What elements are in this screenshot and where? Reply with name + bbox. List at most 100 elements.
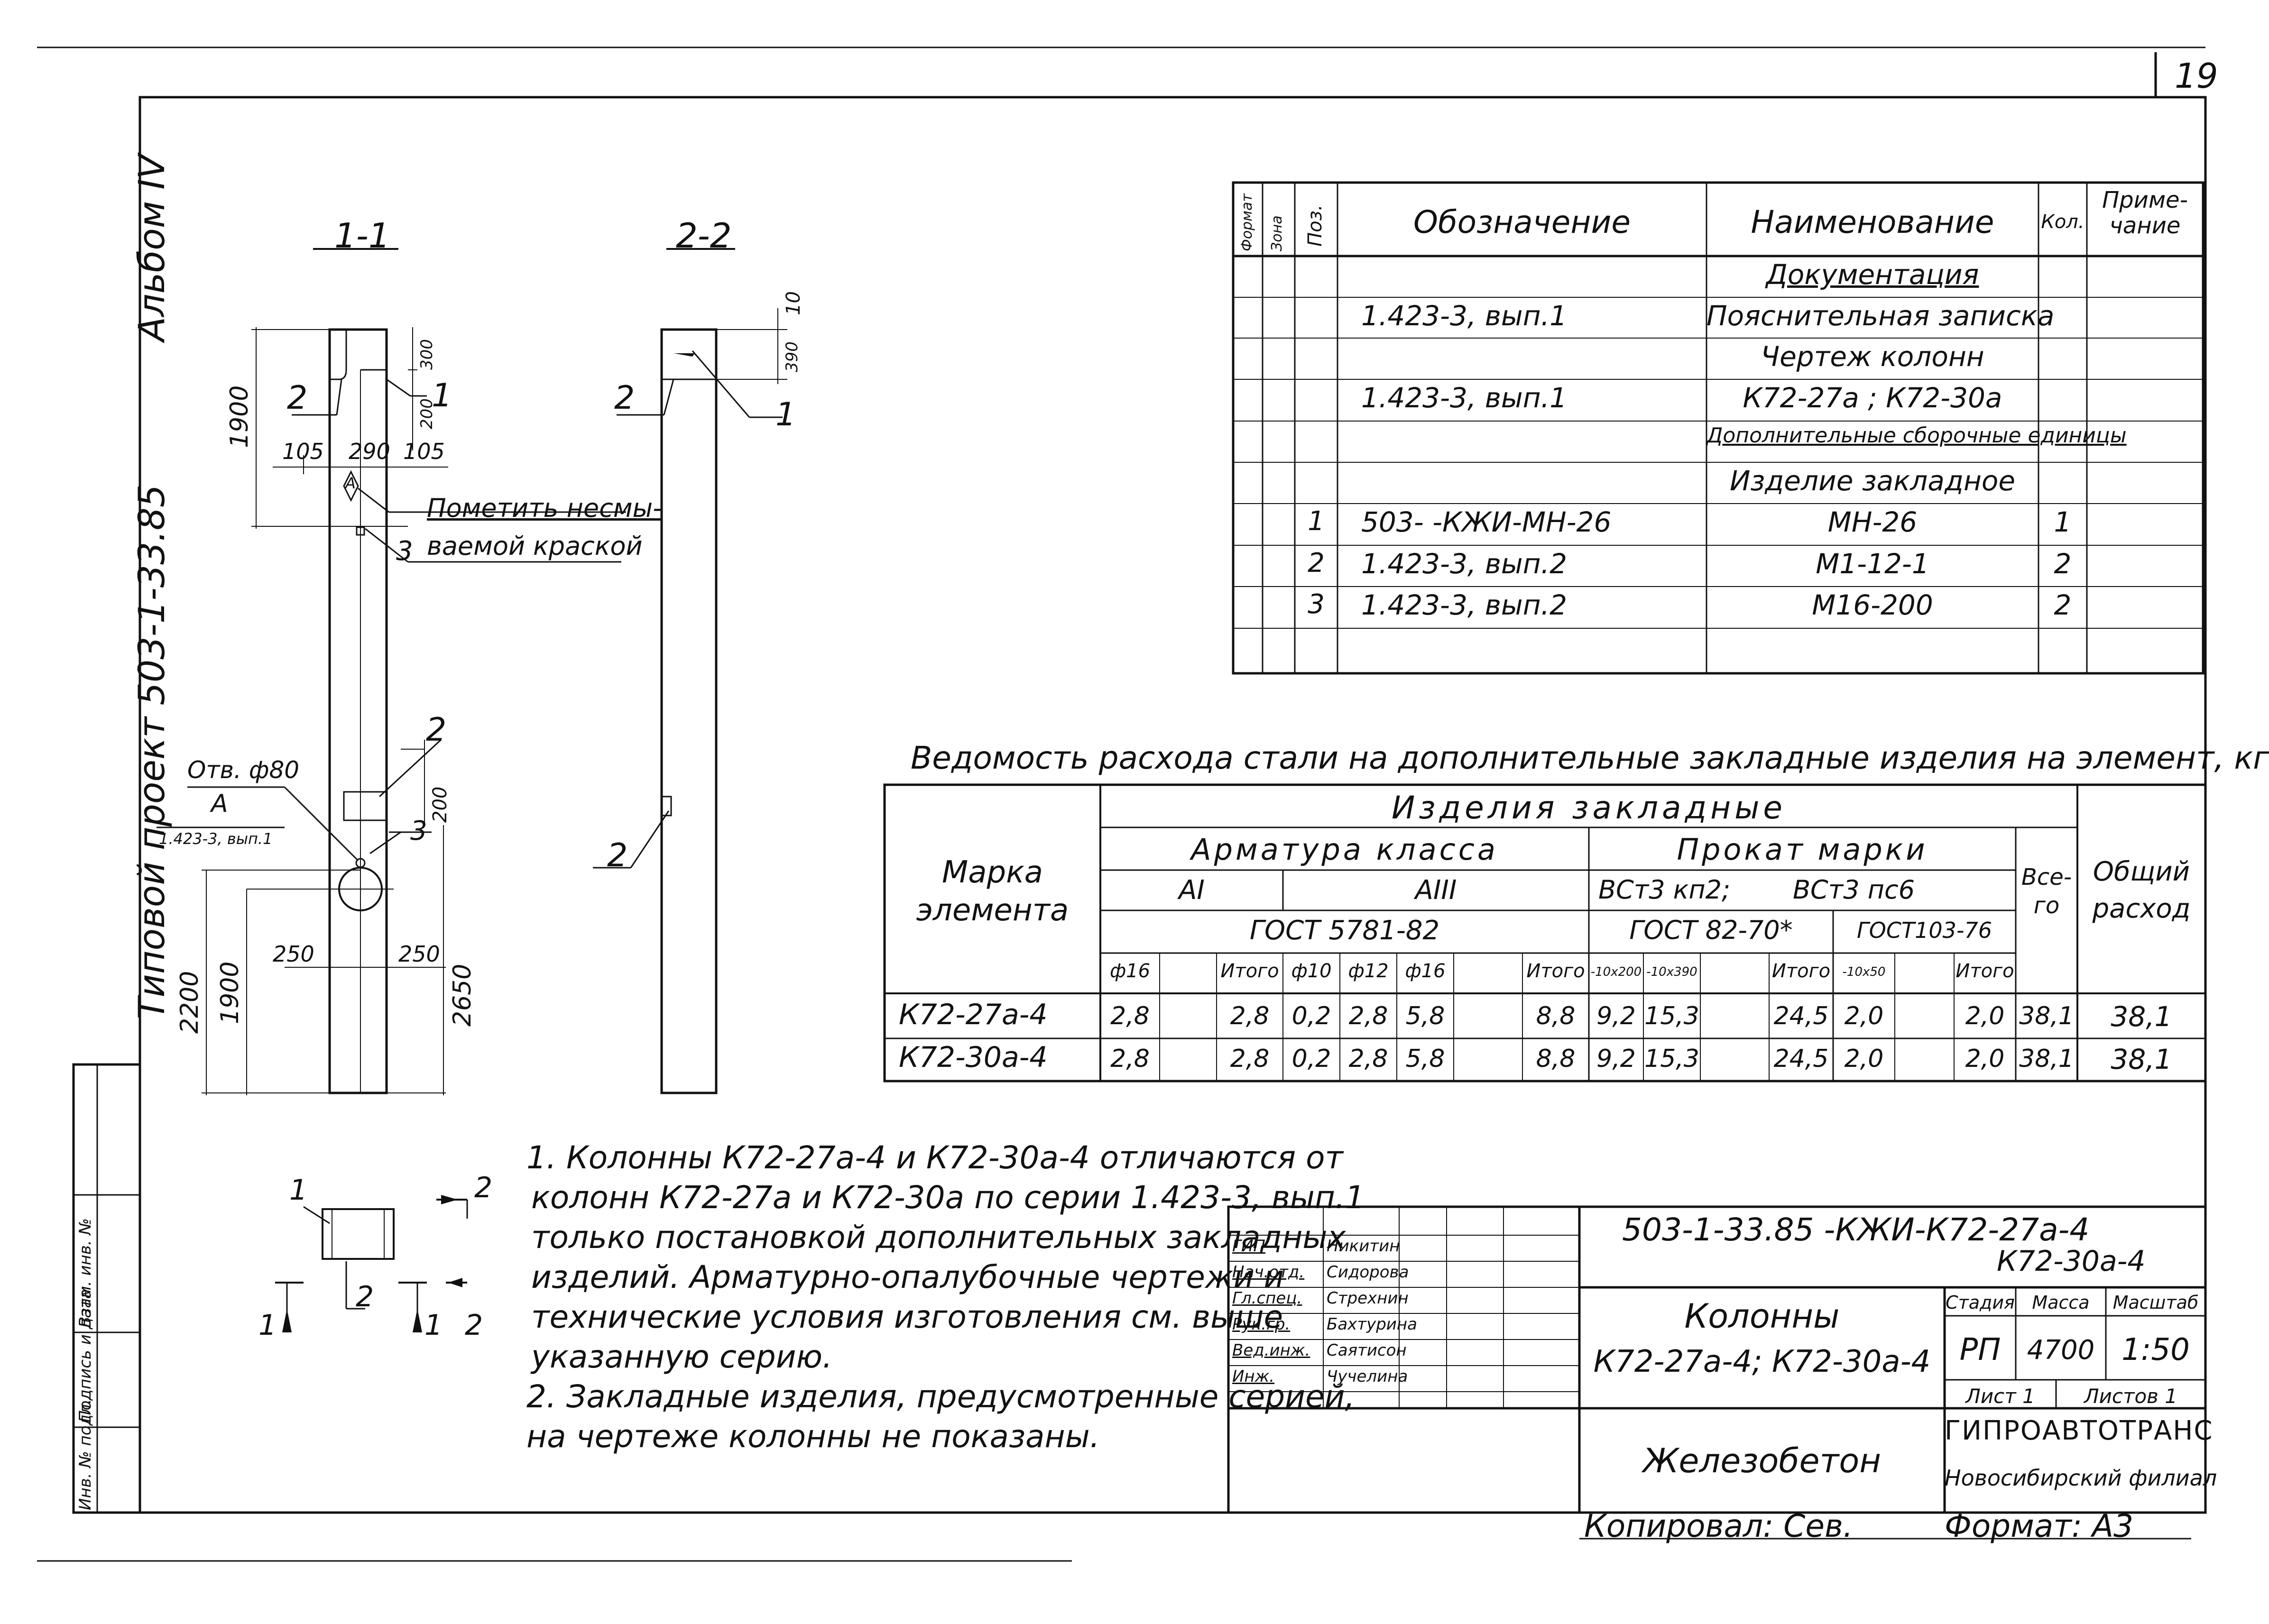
spec-row-designation: 503- -КЖИ-МН-26 (1361, 506, 1612, 538)
dim-2650: 2650 (448, 963, 477, 1027)
signature-name: Саятисон (1327, 1341, 1407, 1360)
note-line: на чертеже колонны не показаны. (526, 1418, 1100, 1455)
dim-1900-lower: 1900 (216, 961, 244, 1024)
steel-subheader-cell: ф16 (1109, 960, 1151, 982)
tb-mass: 4700 (2027, 1335, 2095, 1366)
steel-header-aiii: АIII (1415, 875, 1457, 906)
steel-header-rebar: Арматура класса (1191, 832, 1498, 867)
spec-row-name: Документация (1766, 258, 1979, 291)
spec-row-pos: 3 (1308, 589, 1325, 620)
dim-10: 10 (783, 291, 804, 315)
dim-250-right: 250 (398, 941, 440, 967)
spec-row-pos: 2 (1308, 548, 1325, 578)
spec-row-qty: 1 (2054, 506, 2072, 538)
steel-row-value: 15,3 (1644, 1045, 1699, 1073)
spec-row-designation: 1.423-3, вып.1 (1361, 382, 1567, 414)
doc-code-line1: 503-1-33.85 -КЖИ-К72-27а-4 (1622, 1211, 2090, 1248)
steel-table-title: Ведомость расхода стали на дополнительны… (911, 740, 2269, 776)
dim-290: 290 (349, 439, 390, 464)
tag-a-diamond: А (345, 474, 356, 492)
steel-row-value: 5,8 (1405, 1045, 1445, 1073)
section-2-2-title: 2-2 (676, 216, 732, 256)
steel-row-value: 2,8 (1230, 1045, 1270, 1073)
steel-row-value: 0,2 (1291, 1045, 1331, 1073)
section-1-1-title: 1-1 (334, 216, 390, 256)
steel-row-value: 2,8 (1110, 1002, 1150, 1030)
steel-row-value: 2,0 (1965, 1002, 2005, 1030)
plan-label-2c: 2 (474, 1171, 493, 1204)
plan-label-1: 1 (289, 1174, 308, 1207)
steel-row-value: 2,8 (1110, 1045, 1150, 1073)
spec-row-name: М16-200 (1812, 589, 1933, 621)
dim-105-left: 105 (282, 439, 324, 464)
signature-role: Инж. (1232, 1367, 1275, 1386)
spec-row-name: К72-27а ; К72-30а (1743, 382, 2002, 414)
steel-header-total: Все-го (2021, 864, 2072, 919)
spec-row-pos: 1 (1308, 506, 1325, 537)
steel-row-value: 8,8 (1536, 1002, 1576, 1030)
steel-row-overall: 38,1 (2111, 1043, 2172, 1075)
spec-row-name: МН-26 (1827, 506, 1918, 538)
dim-250-left: 250 (273, 941, 314, 967)
dim-2200: 2200 (175, 971, 204, 1034)
steel-row-value: 24,5 (1773, 1045, 1829, 1073)
steel-row-total: 38,1 (2019, 1002, 2074, 1030)
note-line: только постановкой дополнительных заклад… (531, 1219, 1346, 1256)
dim-200-mid: 200 (429, 786, 451, 823)
material-label: Железобетон (1643, 1441, 1881, 1480)
steel-subheader-cell: Итого (1771, 960, 1831, 982)
doc-code-line2: К72-30а-4 (1997, 1245, 2146, 1278)
note-line: колонн К72-27а и К72-30а по серии 1.423-… (531, 1179, 1365, 1216)
dim-390: 390 (783, 341, 802, 372)
dim-105-right: 105 (403, 439, 445, 464)
signature-role: Гл.спец. (1232, 1289, 1302, 1308)
dim-300: 300 (417, 339, 436, 370)
plan-label-2: 2 (356, 1280, 374, 1313)
spec-header-designation: Обозначение (1413, 204, 1631, 240)
steel-row-value: 8,8 (1536, 1045, 1576, 1073)
tb-stage: РП (1959, 1332, 2001, 1367)
plan-label-2b: 2 (465, 1309, 483, 1342)
steel-row-value: 15,3 (1644, 1002, 1699, 1030)
callout-2-mid: 2 (426, 711, 447, 749)
object-name-1: Колонны (1684, 1297, 1840, 1336)
signature-name: Никитин (1327, 1237, 1400, 1256)
callout-3-mid: 3 (410, 816, 427, 846)
spec-row-designation: 1.423-3, вып.2 (1361, 548, 1567, 580)
spec-header-zone: Зона (1269, 215, 1285, 251)
steel-row-value: 2,0 (1965, 1045, 2005, 1073)
steel-row-mark: К72-27а-4 (899, 998, 1048, 1031)
stamp-replace-label: Взам. инв. № (76, 1218, 95, 1328)
spec-row-name: Изделие закладное (1729, 465, 2016, 497)
spec-header-note: Приме-чание (2102, 187, 2188, 239)
note-line: технические условия изготовления см. выш… (531, 1299, 1283, 1335)
spec-row-name: Дополнительные сборочные единицы (1706, 423, 2127, 448)
signature-name: Сидорова (1327, 1263, 1409, 1282)
signature-role: Вед.инж. (1232, 1341, 1310, 1360)
signature-role: Нач.отд. (1232, 1263, 1305, 1282)
mark-note-line1: Пометить несмы- (427, 493, 662, 523)
steel-row-value: 2,8 (1348, 1002, 1388, 1030)
steel-header-mark: Марка элемента (916, 855, 1069, 928)
callout-1-section2: 1 (775, 396, 796, 433)
signature-name: Бахтурина (1327, 1315, 1417, 1334)
paper-format: Формат: А3 (1945, 1508, 2134, 1544)
note-line: указанную серию. (531, 1339, 833, 1375)
steel-row-total: 38,1 (2019, 1045, 2074, 1073)
tb-sheets: Листов 1 (2084, 1385, 2177, 1408)
hole-label: Отв. ф80 (187, 756, 300, 784)
steel-subheader-cell: Итого (1526, 960, 1585, 982)
steel-header-gost103: ГОСТ103-76 (1857, 918, 1992, 943)
tb-header-scale: Масштаб (2112, 1292, 2199, 1313)
copied-by: Копировал: Сев. (1584, 1508, 1853, 1544)
callout-2-top: 2 (287, 379, 308, 417)
hole-ref-a: А (211, 789, 228, 818)
steel-row-value: 2,8 (1230, 1002, 1270, 1030)
callout-3-top: 3 (396, 536, 413, 567)
steel-header-ai: АI (1179, 875, 1205, 906)
plan-label-1c: 1 (424, 1309, 443, 1342)
tb-header-mass: Масса (2032, 1292, 2090, 1313)
project-label: Типовой проект 503-1-33.85 (130, 484, 173, 1019)
album-label: Альбом IV (130, 154, 173, 341)
